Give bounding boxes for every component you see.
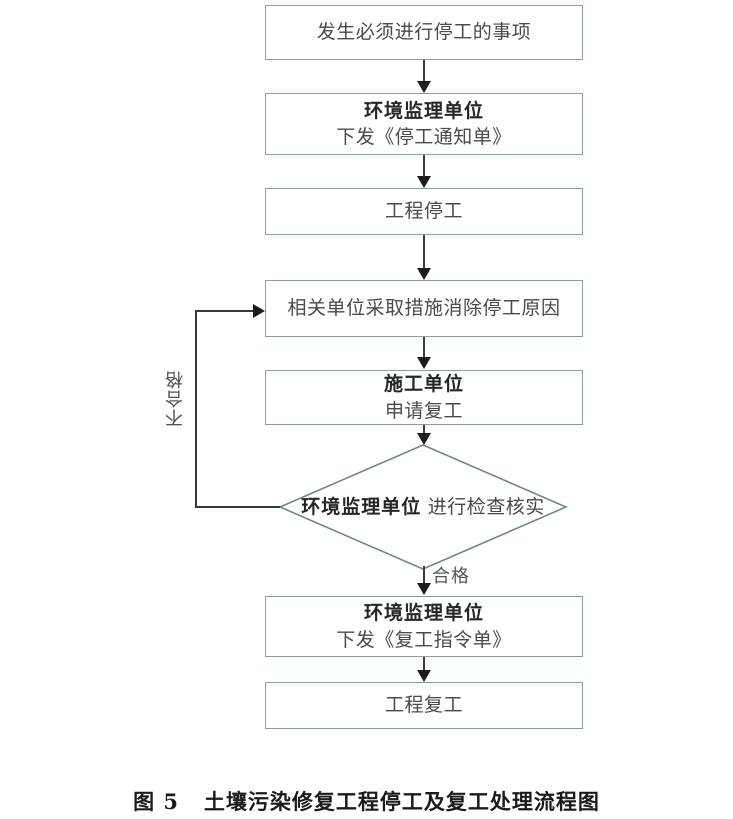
- connector-fail-horizontal-in: [195, 310, 257, 312]
- node-issue-stop-work-notice[interactable]: 环境监理单位 下发《停工通知单》: [265, 93, 583, 155]
- figure-caption: 图 5 土壤污染修复工程停工及复工处理流程图: [133, 789, 600, 814]
- node-eliminate-cause[interactable]: 相关单位采取措施消除停工原因: [265, 280, 583, 337]
- node-project-resumed[interactable]: 工程复工: [265, 682, 583, 729]
- arrowhead-2-to-3: [417, 176, 431, 188]
- connector-3-to-4: [423, 235, 425, 268]
- edge-label-fail: 不合格: [165, 370, 186, 427]
- node-apply-resume-work[interactable]: 施工单位 申请复工: [265, 370, 583, 425]
- arrowhead-1-to-2: [417, 81, 431, 93]
- node-line-secondary: 进行检查核实: [427, 495, 545, 518]
- edge-label-pass: 合格: [432, 566, 470, 587]
- arrowhead-3-to-4: [417, 268, 431, 280]
- node-line: 相关单位采取措施消除停工原因: [287, 297, 561, 320]
- node-line: 工程停工: [384, 200, 463, 223]
- node-line: 工程复工: [384, 694, 463, 717]
- node-line-primary: 环境监理单位: [363, 602, 484, 625]
- arrowhead-5-to-decision: [417, 433, 431, 445]
- node-line-secondary: 申请复工: [384, 399, 463, 422]
- connector-7-to-8: [423, 657, 425, 673]
- connector-decision-pass: [423, 566, 425, 586]
- connector-2-to-3: [423, 155, 425, 179]
- node-line-primary: 环境监理单位: [363, 99, 484, 122]
- arrowhead-7-to-8: [417, 670, 431, 682]
- connector-1-to-2: [423, 60, 425, 84]
- arrowhead-decision-pass: [417, 583, 431, 595]
- connector-fail-vertical: [195, 311, 197, 507]
- node-project-suspended[interactable]: 工程停工: [265, 188, 583, 235]
- node-line-secondary: 下发《停工通知单》: [336, 126, 512, 148]
- node-line-primary: 环境监理单位: [301, 495, 422, 518]
- node-line-primary: 施工单位: [383, 373, 464, 396]
- arrowhead-fail-to-node4: [253, 304, 265, 318]
- node-line: 发生必须进行停工的事项: [316, 21, 532, 44]
- node-inspection-decision[interactable]: 环境监理单位 进行检查核实: [278, 443, 568, 571]
- node-line-secondary: 下发《复工指令单》: [336, 628, 512, 651]
- connector-5-to-decision: [423, 425, 425, 437]
- arrowhead-4-to-5: [417, 357, 431, 369]
- node-issue-resume-order[interactable]: 环境监理单位 下发《复工指令单》: [265, 596, 583, 657]
- decision-label: 环境监理单位 进行检查核实: [301, 494, 545, 520]
- node-trigger-event[interactable]: 发生必须进行停工的事项: [265, 5, 583, 60]
- connector-4-to-5: [423, 337, 425, 359]
- connector-fail-horizontal-out: [195, 506, 280, 508]
